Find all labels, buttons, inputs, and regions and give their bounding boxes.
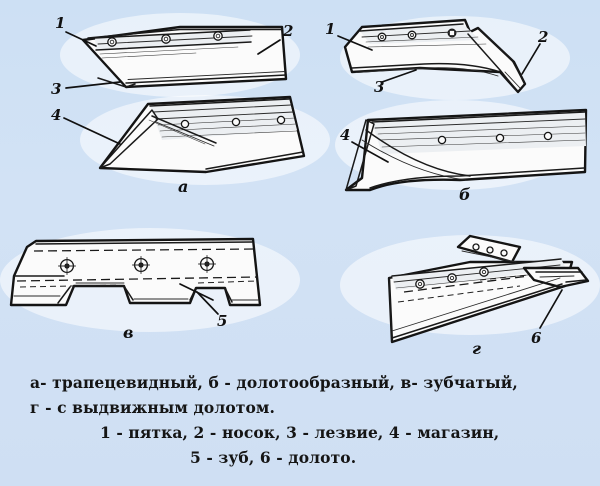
panel-g-retractable-chisel: 6 г <box>340 234 600 358</box>
panel-b-leader-3 <box>381 69 417 83</box>
panel-letter-b: б <box>459 185 471 204</box>
panel-a-leader-2 <box>257 39 281 55</box>
panel-b-chisel: 1 2 3 4 б <box>325 16 588 204</box>
caption-line-3: 1 - пятка, 2 - носок, 3 - лезвие, 4 - ма… <box>100 423 500 442</box>
panel-a-trapezoidal: 1 2 3 4 а <box>51 13 330 196</box>
callout-a-3: 3 <box>51 80 61 98</box>
panel-g-leader-6 <box>539 289 563 329</box>
callout-a-2: 2 <box>282 22 293 40</box>
callout-b-4: 4 <box>340 126 350 144</box>
diagram-area: 1 2 3 4 а <box>0 13 600 358</box>
caption-line-2: г - с выдвижным долотом. <box>30 398 275 417</box>
panel-b-lower-blade <box>335 100 588 192</box>
caption-line-4: 5 - зуб, 6 - долото. <box>190 448 357 467</box>
callout-g-6: 6 <box>531 329 542 347</box>
caption-line-1: а- трапецевидный, б - долотообразный, в-… <box>30 373 518 392</box>
panel-v-bolt-3 <box>198 255 216 273</box>
panel-b-leader-4 <box>351 141 389 163</box>
panel-letter-g: г <box>472 339 481 358</box>
panel-g-chisel-bar <box>456 234 522 264</box>
panel-v-toothed: 5 в <box>0 228 300 342</box>
panel-b-leader-1 <box>337 35 373 51</box>
panel-a-upper-blade <box>81 25 288 89</box>
callout-b-3: 3 <box>374 78 384 96</box>
panel-letter-a: а <box>178 177 188 196</box>
callout-a-4: 4 <box>51 106 61 124</box>
panel-v-leader-5b <box>196 291 219 315</box>
callout-a-1: 1 <box>55 14 65 32</box>
callout-b-2: 2 <box>537 28 548 46</box>
panel-a-leader-1 <box>65 31 97 47</box>
panel-v-bolt-2 <box>132 256 150 274</box>
callout-b-1: 1 <box>325 20 335 38</box>
panel-g-chisel-tip <box>522 266 590 289</box>
panel-letter-v: в <box>123 323 134 342</box>
panel-a-lower-blade <box>80 95 330 185</box>
panel-a-leader-3 <box>65 81 121 89</box>
panel-b-upper-blade <box>343 18 527 94</box>
panel-a-leader-4 <box>63 117 121 145</box>
panel-b-leader-2 <box>521 43 541 75</box>
caption-block: а- трапецевидный, б - долотообразный, в-… <box>0 366 600 486</box>
panel-v-bolt-1 <box>58 257 76 275</box>
callout-v-5: 5 <box>217 312 227 330</box>
